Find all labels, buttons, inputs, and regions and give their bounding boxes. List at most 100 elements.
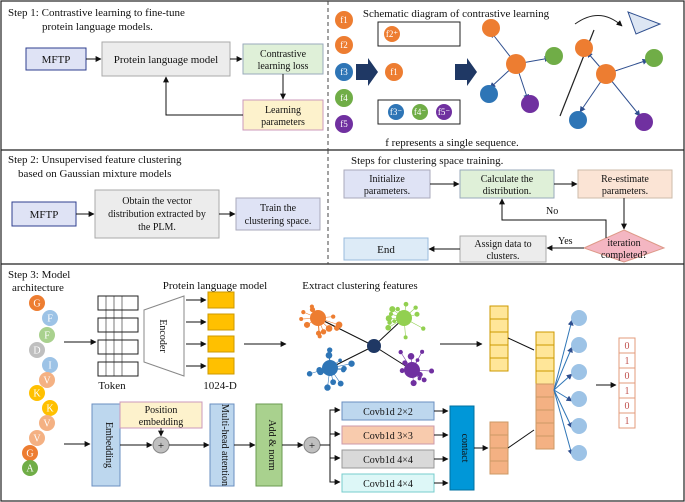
vector-cell bbox=[489, 344, 509, 359]
big-arrow-2 bbox=[455, 58, 477, 86]
after-f5 bbox=[635, 113, 653, 131]
cluster-point bbox=[385, 324, 392, 331]
dense-edge bbox=[553, 389, 573, 429]
positive-set-box bbox=[377, 21, 461, 47]
anchor-circle bbox=[385, 63, 403, 81]
f4-circle bbox=[335, 89, 353, 107]
amino-acid-letter: V bbox=[43, 419, 51, 430]
amino-acid-letter: F bbox=[44, 331, 50, 342]
cluster-point bbox=[327, 347, 333, 353]
cluster-point bbox=[399, 368, 405, 374]
pos-line2: embedding bbox=[139, 417, 183, 428]
fused-cell bbox=[535, 370, 555, 385]
amino-acid-circle bbox=[42, 400, 58, 416]
assign-line1: Assign data to bbox=[474, 239, 531, 250]
calc-line1: Calculate the bbox=[481, 174, 534, 185]
embedding-before bbox=[480, 19, 563, 113]
addnorm-block bbox=[255, 403, 283, 487]
token-label: Token bbox=[98, 380, 126, 392]
params-label-line2: parameters bbox=[261, 117, 305, 128]
amino-acid-circle bbox=[29, 295, 45, 311]
output-value: 0 bbox=[625, 341, 630, 352]
cluster-point bbox=[414, 311, 420, 317]
f3m-label: f3⁻ bbox=[390, 107, 402, 117]
amino-acid-circle bbox=[39, 415, 55, 431]
embedding-cell bbox=[207, 291, 235, 309]
cluster-point bbox=[306, 371, 313, 377]
embedding-cell bbox=[207, 335, 235, 353]
train-line2: clustering space. bbox=[245, 216, 312, 227]
f2p-circle bbox=[384, 26, 400, 42]
after-f2p bbox=[575, 39, 593, 57]
sequence-column: f1 f2 f3 f4 f5 bbox=[335, 11, 353, 133]
cluster-point bbox=[392, 319, 397, 324]
init-line1: Initialize bbox=[369, 174, 405, 185]
add-node-2-label: + bbox=[309, 440, 315, 452]
token-stack bbox=[97, 295, 139, 377]
amino-acid-circle bbox=[29, 342, 45, 358]
amino-acid-circle bbox=[42, 310, 58, 326]
f3m-circle bbox=[388, 104, 404, 120]
f1-label: f1 bbox=[340, 15, 348, 25]
yes-label: Yes bbox=[558, 236, 573, 247]
amino-acid-letter: G bbox=[33, 299, 40, 310]
train-clustering-box bbox=[235, 197, 321, 231]
dense-edge bbox=[553, 319, 574, 391]
step2-title: Step 2: Unsupervised feature clustering bbox=[8, 154, 182, 166]
dense-layer bbox=[553, 310, 587, 461]
output-value: 0 bbox=[625, 371, 630, 382]
f2-label: f2 bbox=[340, 40, 348, 50]
cluster-point bbox=[421, 377, 427, 383]
f3-circle bbox=[335, 63, 353, 81]
loss-label-line1: Contrastive bbox=[260, 49, 307, 60]
end-label: End bbox=[377, 244, 395, 256]
cluster-point bbox=[348, 360, 355, 367]
amino-acid-letter: V bbox=[43, 376, 51, 387]
concat-block bbox=[449, 405, 475, 491]
conv1-label: Covb1d 2×2 bbox=[363, 407, 413, 418]
dense-node bbox=[571, 391, 587, 407]
init-line2: parameters. bbox=[364, 186, 410, 197]
cluster-point bbox=[387, 320, 392, 325]
before-f1 bbox=[506, 54, 526, 74]
dense-node bbox=[571, 445, 587, 461]
cluster-point bbox=[403, 301, 409, 307]
amino-acid-letter: I bbox=[48, 361, 51, 372]
vector-line1: Obtain the vector bbox=[122, 196, 192, 207]
output-value: 1 bbox=[625, 416, 630, 427]
cluster-point bbox=[420, 349, 425, 354]
arrow-no-loop bbox=[499, 198, 607, 238]
amino-acid-letter: D bbox=[33, 346, 40, 357]
cluster-point bbox=[337, 380, 344, 387]
amino-acid-circle bbox=[22, 460, 38, 476]
dense-node bbox=[571, 364, 587, 380]
learning-params-box bbox=[242, 99, 324, 131]
fused-cell bbox=[535, 435, 555, 450]
cluster-point bbox=[299, 317, 304, 321]
output-cell bbox=[618, 412, 636, 429]
amino-acid-circle bbox=[22, 445, 38, 461]
vector-cell bbox=[489, 357, 509, 372]
fused-cell bbox=[535, 422, 555, 437]
amino-acid-circle bbox=[42, 357, 58, 373]
dense-edge bbox=[553, 389, 573, 402]
reest-line2: parameters. bbox=[602, 186, 648, 197]
assign-line2: clusters. bbox=[486, 251, 519, 262]
vector-cell bbox=[489, 434, 509, 449]
cluster-feature-vector bbox=[489, 305, 509, 372]
step1-title-line2: protein language models. bbox=[42, 21, 153, 33]
big-arrow-1 bbox=[356, 58, 378, 86]
fused-cell bbox=[535, 344, 555, 359]
sequence-feature-vector bbox=[489, 421, 509, 475]
cluster-point bbox=[417, 371, 423, 378]
mha-label: Multi-head attention bbox=[219, 404, 230, 486]
fused-feature-vector bbox=[535, 331, 555, 450]
before-f3 bbox=[480, 85, 498, 103]
end-box bbox=[343, 237, 429, 261]
params-label-line1: Learning bbox=[265, 105, 301, 116]
branch-conv2 bbox=[329, 431, 341, 445]
vector-line2: distribution extracted by bbox=[108, 209, 206, 220]
